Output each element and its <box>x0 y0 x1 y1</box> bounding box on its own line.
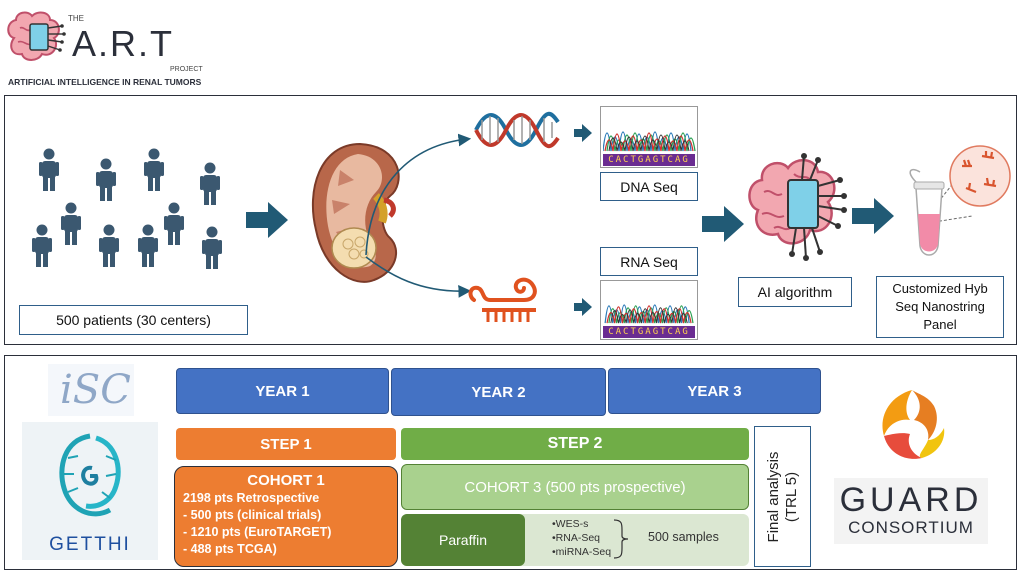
final-analysis-line-2: (TRL 5) <box>782 471 800 522</box>
art-logo: THE A.R.T PROJECT ARTIFICIAL INTELLIGENC… <box>4 4 214 90</box>
rna-strand-icon <box>468 277 537 322</box>
logo-name: A.R.T <box>72 23 175 64</box>
seq-item-mirna: •miRNA-Seq <box>552 546 612 558</box>
cohort-1-box: COHORT 1 2198 pts Retrospective - 500 pt… <box>174 466 398 567</box>
cohort-1-line-1: 2198 pts Retrospective <box>183 491 320 505</box>
isc-logo-text: iSC <box>60 367 131 413</box>
ai-brain-chip-icon <box>748 153 847 261</box>
dna-chromatogram: CACTGAGTCAG <box>600 106 698 168</box>
step-2: STEP 2 <box>401 428 749 460</box>
isc-logo: iSC <box>48 364 134 416</box>
final-analysis-box: Final analysis (TRL 5) <box>754 426 811 567</box>
rna-chromatogram: CACTGAGTCAG <box>600 280 698 340</box>
nanostring-panel-line-2: Seq Nanostring <box>895 299 985 314</box>
rna-chromatogram-peaks <box>604 304 694 324</box>
guard-text: GUARD <box>839 481 983 519</box>
patients-icon-group <box>32 148 222 269</box>
getthi-logo: GETTHI <box>22 422 158 560</box>
cohort-3-box: COHORT 3 (500 pts prospective) <box>401 464 749 510</box>
year-2: YEAR 2 <box>391 368 606 416</box>
rna-bases: CACTGAGTCAG <box>603 326 695 338</box>
final-analysis-line-1: Final analysis <box>764 451 782 542</box>
arrow-right-icon <box>702 206 744 242</box>
final-analysis-text: Final analysis (TRL 5) <box>765 451 801 542</box>
cohort-1-line-3: - 1210 pts (EuroTARGET) <box>183 525 332 539</box>
seq-item-wes: •WES-s <box>552 518 589 530</box>
arrow-right-icon <box>246 202 288 238</box>
guard-consortium-logo: GUARD CONSORTIUM <box>834 478 988 544</box>
dna-bases: CACTGAGTCAG <box>603 154 695 166</box>
tumor-branch-arrows <box>365 133 472 298</box>
cohort-1-line-4: - 488 pts TCGA) <box>183 542 277 556</box>
rna-seq-label: RNA Seq <box>600 247 698 276</box>
dna-seq-label: DNA Seq <box>600 172 698 201</box>
dna-chromatogram-peaks <box>603 131 696 152</box>
logo-project: PROJECT <box>170 66 203 73</box>
logo-subtitle: ARTIFICIAL INTELLIGENCE IN RENAL TUMORS <box>8 77 202 87</box>
seq-item-rna: •RNA-Seq <box>552 532 601 544</box>
year-3: YEAR 3 <box>608 368 821 414</box>
cohort-1-line-2: - 500 pts (clinical trials) <box>183 508 322 522</box>
nanostring-panel-line-1: Customized Hyb <box>892 281 988 296</box>
guard-flame-icon <box>882 390 945 459</box>
ai-algorithm-label: AI algorithm <box>738 277 852 307</box>
brain-chip-logo-icon <box>7 11 66 61</box>
guard-flame-logo <box>870 386 954 466</box>
dna-arrow-icon <box>574 124 592 142</box>
samples-label: 500 samples <box>648 530 719 544</box>
getthi-logo-text: GETTHI <box>49 534 131 555</box>
dna-ring-icon <box>59 433 121 517</box>
paraffin-box: Paraffin <box>401 514 525 566</box>
patients-label: 500 patients (30 centers) <box>19 305 248 335</box>
nanostring-panel-label: Customized Hyb Seq Nanostring Panel <box>876 276 1004 338</box>
year-1: YEAR 1 <box>176 368 389 414</box>
cohort-1-title: COHORT 1 <box>247 472 325 489</box>
consortium-text: CONSORTIUM <box>848 518 974 537</box>
dna-helix-icon <box>474 111 560 149</box>
rna-arrow-icon <box>574 298 592 316</box>
test-tube-zoom-icon <box>909 145 1011 256</box>
step-1: STEP 1 <box>176 428 396 460</box>
brace-icon <box>613 519 629 559</box>
nanostring-panel-line-3: Panel <box>923 317 957 332</box>
arrow-right-icon <box>852 198 894 234</box>
logo-the: THE <box>68 14 84 23</box>
